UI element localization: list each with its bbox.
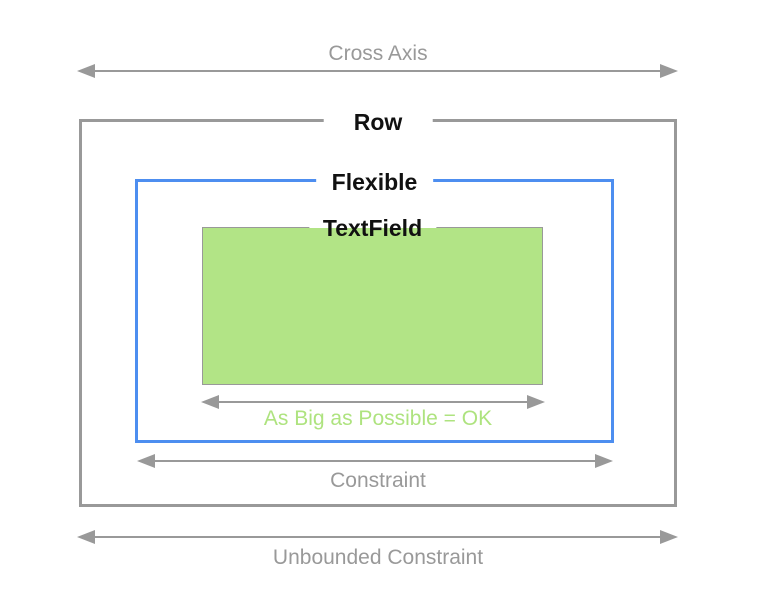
textfield-label: TextField	[308, 214, 437, 242]
constraint-label: Constraint	[330, 469, 426, 492]
arrow-line	[82, 536, 673, 538]
unbounded-constraint-label: Unbounded Constraint	[272, 546, 484, 569]
as-big-as-possible-arrow	[201, 395, 545, 409]
row-box: Row	[79, 108, 677, 507]
cross-axis-arrow	[77, 64, 678, 78]
arrow-right-head-icon	[527, 395, 545, 409]
flexible-label: Flexible	[315, 168, 434, 196]
arrow-line	[142, 460, 608, 462]
arrow-line	[206, 401, 540, 403]
arrow-line	[82, 70, 673, 72]
arrow-right-head-icon	[660, 530, 678, 544]
row-label: Row	[323, 108, 433, 136]
unbounded-constraint-arrow	[77, 530, 678, 544]
cross-axis-label: Cross Axis	[328, 42, 428, 65]
as-big-as-possible-label: As Big as Possible = OK	[263, 407, 493, 430]
flexible-box: Flexible	[135, 168, 614, 443]
arrow-right-head-icon	[595, 454, 613, 468]
constraint-arrow	[137, 454, 613, 468]
textfield-box: TextField	[202, 214, 543, 385]
arrow-right-head-icon	[660, 64, 678, 78]
